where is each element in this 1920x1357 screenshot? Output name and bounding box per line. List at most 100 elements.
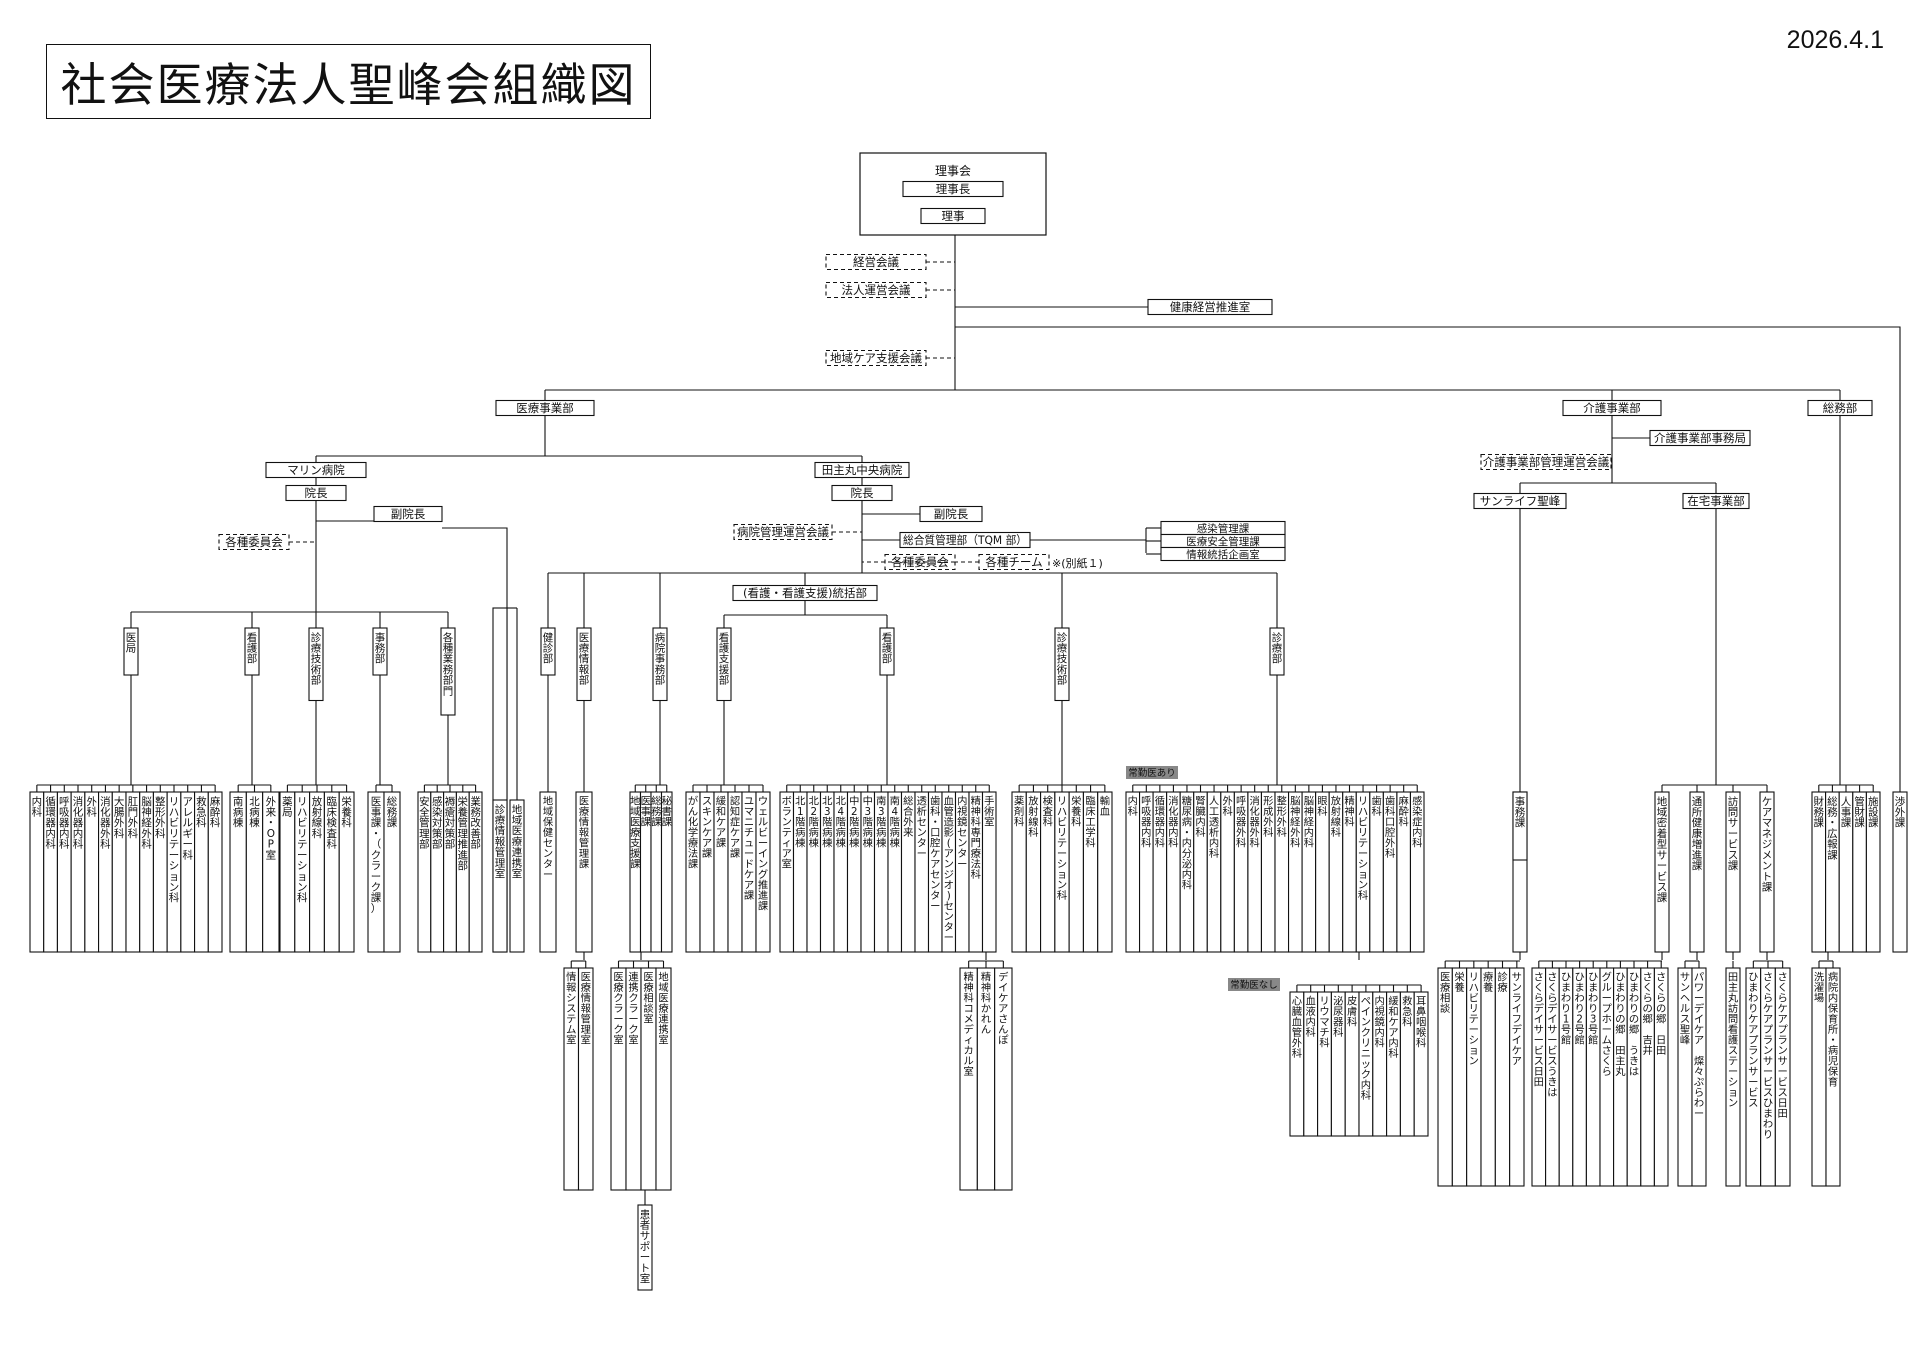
vertical-char: テ <box>297 839 308 851</box>
vertical-char: 訪 <box>1728 1002 1738 1015</box>
vertical-char: く <box>1602 1056 1612 1068</box>
vertical-char: 環 <box>1155 806 1165 818</box>
vertical-char: ビ <box>1763 1077 1773 1089</box>
vertical-char: 査 <box>327 827 338 840</box>
vertical-char: ら <box>1602 1066 1612 1078</box>
vertical-char: 療 <box>1440 981 1450 994</box>
vertical-char: 医 <box>658 993 668 1005</box>
marine-unit: 北病棟 <box>245 791 264 953</box>
vertical-char: 科 <box>1222 805 1232 818</box>
vertical-char: 検 <box>327 816 338 829</box>
vertical-char: 腔 <box>930 837 940 850</box>
vertical-char: タ <box>957 848 967 860</box>
vertical-char: ら <box>1642 993 1652 1005</box>
vertical-char: 科 <box>1195 826 1205 839</box>
vertical-char: 務 <box>1515 805 1526 818</box>
vertical-char: 外 <box>1290 827 1300 839</box>
vertical-char: 保 <box>1828 1065 1839 1078</box>
vertical-char: 科 <box>1028 826 1038 839</box>
vertical-char: ニ <box>744 817 754 829</box>
vertical-char: ビ <box>1534 1045 1544 1057</box>
vertical-char: ら <box>1547 993 1557 1005</box>
nofulltime-badge: 常勤医なし <box>1228 978 1280 991</box>
vertical-char: イ <box>1512 1035 1522 1047</box>
vertical-char: ケ <box>998 993 1008 1005</box>
vertical-char: ケ <box>1694 1024 1704 1036</box>
vertical-char: 増 <box>1692 838 1703 851</box>
vertical-char: 々 <box>1694 1066 1704 1078</box>
central-hospital: 田主丸中央病院 <box>814 461 910 479</box>
central-teams-label: 各種チーム <box>985 555 1042 569</box>
vertical-char: 連 <box>658 1013 669 1026</box>
health-office-box: 健康経営推進室 <box>1147 298 1273 316</box>
vertical-char: 口 <box>1385 817 1395 829</box>
vertical-char: 器 <box>1168 817 1178 829</box>
vertical-char: 課 <box>387 816 398 829</box>
vertical-char: 症 <box>1412 816 1422 829</box>
general-unit: 人事課 <box>1838 791 1854 953</box>
vertical-char: 鏡 <box>957 816 967 829</box>
vertical-char: り <box>1629 1003 1639 1015</box>
vertical-char: 臓 <box>1195 806 1206 818</box>
care-office-label: 介護事業部事務局 <box>1654 431 1746 445</box>
vertical-char: 科 <box>1319 1037 1329 1050</box>
vertical-char: 型 <box>1657 838 1668 851</box>
vertical-char: 1 <box>1563 1014 1570 1026</box>
vertical-char: ペ <box>1361 996 1371 1008</box>
vertical-char: ー <box>640 1252 651 1264</box>
vertical-char: 総 <box>651 795 661 808</box>
vertical-char: 北 <box>249 796 260 808</box>
vertical-char: 工 <box>1209 806 1219 818</box>
vertical-char: 精 <box>964 971 974 984</box>
vertical-char: ハ <box>1358 806 1368 818</box>
vertical-char: マ <box>1319 1017 1329 1029</box>
vertical-char: ・ <box>1827 817 1838 829</box>
vertical-char: 務 <box>1827 805 1838 818</box>
vertical-char: 病 <box>809 826 819 839</box>
vertical-char: 携 <box>512 856 523 869</box>
vertical-char: 療 <box>1483 971 1493 984</box>
vertical-char: 診 <box>1497 971 1507 984</box>
vertical-char: ビ <box>1728 839 1739 851</box>
care-mgmt-meeting: 介護事業部管理運営会議 <box>1480 453 1612 471</box>
vertical-char: 管 <box>458 816 469 829</box>
vertical-char: ビ <box>1469 993 1479 1005</box>
vertical-char: 館 <box>1588 1034 1598 1047</box>
vertical-char: 所 <box>1828 1024 1838 1036</box>
vertical-char: 秘 <box>662 795 672 808</box>
vertical-char: 透 <box>917 796 927 808</box>
vertical-char: 課 <box>630 858 640 871</box>
vertical-char: デ <box>1512 1023 1523 1036</box>
vertical-char: 田 <box>1778 1108 1788 1120</box>
vertical-char: 室 <box>984 816 994 829</box>
vertical-char: ア <box>182 796 193 808</box>
vertical-char: 人 <box>1841 796 1852 808</box>
vertical-char: ル <box>964 1056 974 1068</box>
vertical-char: 消 <box>1168 795 1178 808</box>
vertical-char: ホ <box>1602 1014 1612 1026</box>
vertical-char: 援 <box>630 847 640 860</box>
vertical-char: 看 <box>1728 1023 1738 1036</box>
management-council: 経営会議 <box>825 253 927 271</box>
vertical-char: 臨 <box>1085 795 1095 808</box>
vertical-char: 健 <box>543 632 554 644</box>
vertical-char: 内 <box>1209 837 1219 850</box>
vertical-char: 診 <box>311 631 322 644</box>
vertical-char: ケ <box>716 817 726 829</box>
vertical-char: ン <box>782 817 792 829</box>
vertical-char: 歯 <box>930 795 940 808</box>
vertical-char: 報 <box>495 836 506 848</box>
vertical-char: 病 <box>836 826 846 839</box>
vertical-char: ー <box>930 901 940 913</box>
vertical-char: 養 <box>458 805 469 818</box>
vertical-char: 科 <box>327 838 338 851</box>
vertical-char: 部 <box>1057 674 1068 687</box>
vertical-char: き <box>1547 1077 1557 1089</box>
